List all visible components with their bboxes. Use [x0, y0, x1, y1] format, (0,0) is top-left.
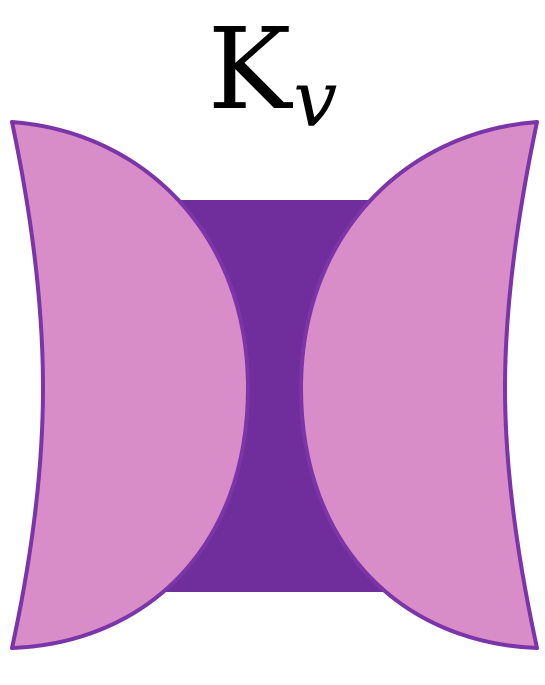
title-subscript: v — [293, 55, 338, 145]
title-main: K — [207, 5, 292, 135]
right-lens — [299, 120, 539, 650]
diagram-title: Kv — [0, 0, 545, 145]
left-lens — [10, 120, 250, 650]
